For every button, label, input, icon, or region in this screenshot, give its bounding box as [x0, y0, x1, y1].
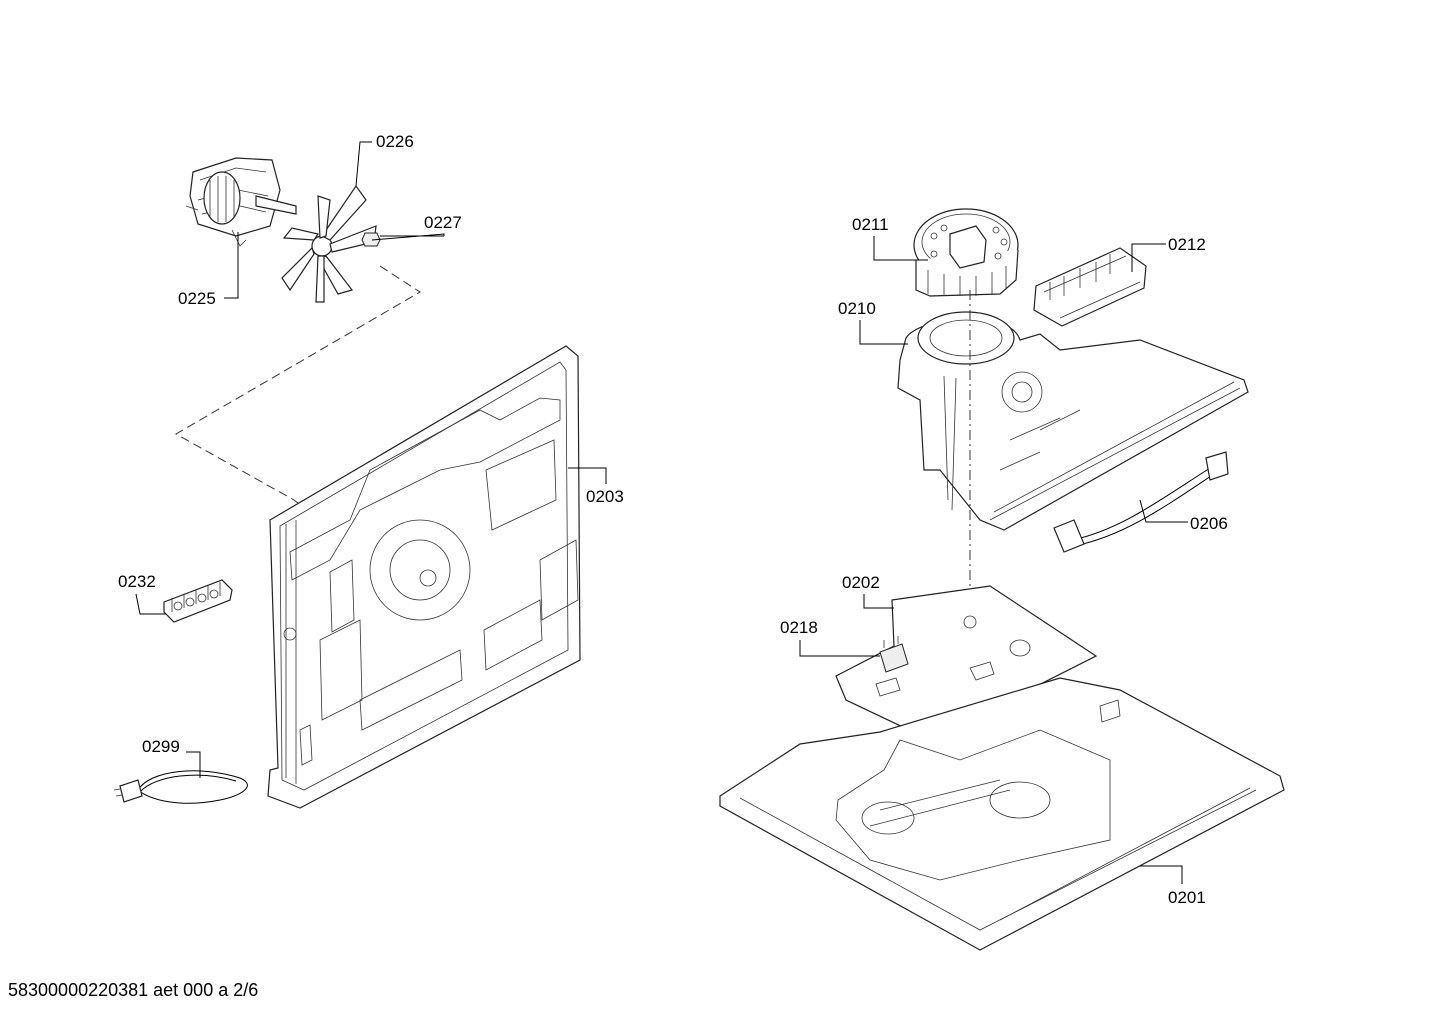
- fan-wheel-part: [913, 208, 1019, 297]
- fan-housing-part: [897, 311, 1249, 531]
- label-0226: 0226: [376, 132, 414, 151]
- switch-clip-part: [879, 636, 909, 673]
- nut-part: [361, 232, 381, 247]
- label-0211: 0211: [852, 215, 889, 234]
- terminal-block-part: [163, 579, 233, 623]
- fan-blade-part: [281, 184, 377, 303]
- label-0212: 0212: [1168, 235, 1206, 254]
- fan-motor-part: [185, 157, 297, 247]
- drawing-id-footer: 58300000220381 aet 000 a 2/6: [8, 980, 259, 1000]
- label-0203: 0203: [586, 487, 624, 506]
- label-0232: 0232: [118, 572, 156, 591]
- cable-harness-part: [1053, 451, 1229, 553]
- bottom-plate-part: [719, 677, 1285, 951]
- switch-part: [1033, 247, 1147, 327]
- label-0202: 0202: [842, 573, 880, 592]
- back-wall-part: [267, 345, 581, 809]
- label-0218: 0218: [780, 618, 818, 637]
- label-0206: 0206: [1190, 514, 1228, 533]
- label-0299: 0299: [142, 737, 180, 756]
- power-cord-part: [113, 770, 248, 804]
- label-0225: 0225: [178, 289, 216, 308]
- label-0227: 0227: [424, 213, 462, 232]
- label-0201: 0201: [1168, 888, 1206, 907]
- label-0210: 0210: [838, 299, 876, 318]
